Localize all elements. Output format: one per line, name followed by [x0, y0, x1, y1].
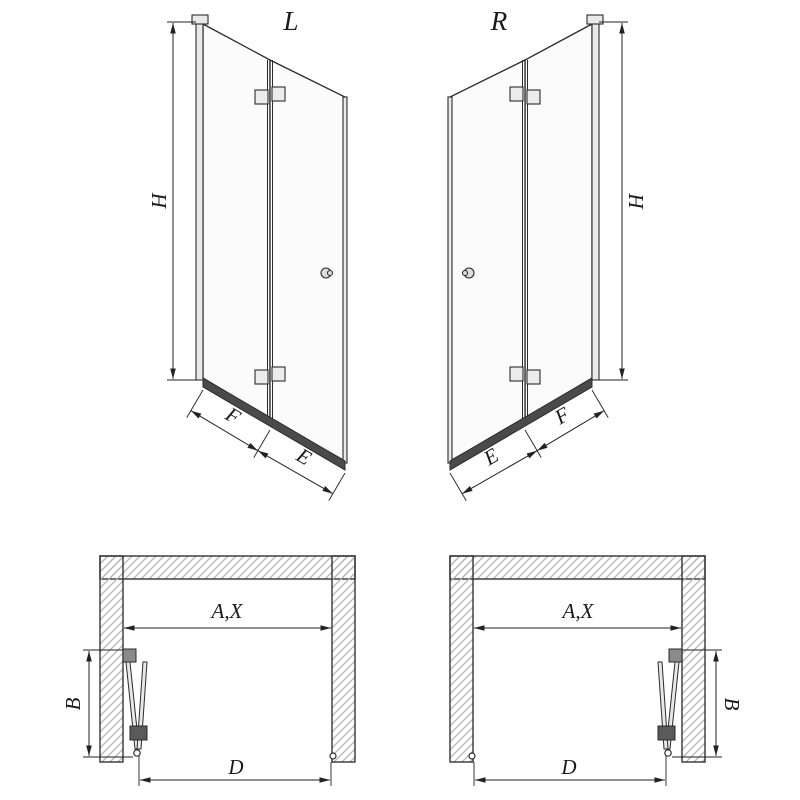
plan-left-folded-door	[122, 648, 148, 757]
plan-right-depth-dimension: B	[672, 649, 744, 758]
perspective-view-right: R H	[447, 6, 648, 501]
right-door-glass-panel-2	[449, 58, 526, 463]
right-door-bottom-sill	[449, 377, 593, 471]
plan-right-hinge-block	[657, 725, 676, 741]
plan-left-depth-label: B	[61, 697, 85, 710]
plan-right-folded-door	[657, 648, 683, 757]
left-door-knob	[320, 267, 334, 279]
right-door-glass-panel-1	[524, 22, 593, 421]
right-door-knob	[461, 267, 475, 279]
plan-left-side-wall-left	[99, 555, 124, 763]
left-door-bottom-hinge	[254, 366, 286, 385]
plan-left-passage-dimension: D	[138, 755, 332, 786]
plan-left-top-wall	[99, 555, 356, 580]
plan-right-opening-label: A,X	[561, 599, 595, 623]
left-height-label: H	[147, 192, 171, 210]
left-height-dimension: H	[147, 21, 196, 381]
plan-left-opening-label: A,X	[210, 599, 244, 623]
plan-right-wall-mount	[668, 648, 683, 663]
plan-left-wall-mount	[122, 648, 137, 663]
plan-right-passage-dimension: D	[473, 755, 667, 786]
left-door-fold-line	[267, 60, 273, 419]
plan-right-passage-label: D	[560, 755, 576, 779]
plan-right-opening-dimension: A,X	[474, 599, 681, 631]
plan-left-magnet-point	[329, 752, 337, 760]
left-door-bottom-sill	[202, 377, 346, 471]
right-door-bottom-hinge	[509, 366, 541, 385]
right-door-wall-profile	[591, 19, 600, 381]
variant-label-right: R	[490, 6, 508, 36]
plan-view-right: A,X B D	[449, 555, 744, 786]
plan-right-side-wall-right	[681, 555, 706, 763]
left-door-glass-panel-1	[202, 22, 271, 421]
plan-left-side-wall-right	[331, 555, 356, 763]
plan-right-pivot	[664, 749, 672, 757]
plan-view-left: A,X B D	[61, 555, 356, 786]
plan-left-hinge-block	[129, 725, 148, 741]
left-door-edge-strip	[342, 96, 348, 464]
plan-right-depth-label: B	[720, 698, 744, 711]
right-door-edge-strip	[447, 96, 453, 464]
plan-left-opening-dimension: A,X	[124, 599, 331, 631]
plan-left-depth-dimension: B	[61, 649, 133, 758]
perspective-view-left: L H	[147, 6, 348, 501]
left-door-glass-panel-2	[269, 58, 346, 463]
left-door-top-hinge	[254, 86, 286, 105]
right-height-label: H	[624, 192, 648, 210]
right-door-fold-line	[522, 60, 528, 419]
plan-right-magnet-point	[468, 752, 476, 760]
plan-left-pivot	[133, 749, 141, 757]
plan-right-top-wall	[449, 555, 706, 580]
left-door-wall-profile	[195, 19, 204, 381]
plan-left-passage-label: D	[227, 755, 243, 779]
right-door-top-hinge	[509, 86, 541, 105]
right-door-top-bracket	[586, 14, 604, 25]
plan-right-side-wall-left	[449, 555, 474, 763]
left-door-top-bracket	[191, 14, 209, 25]
variant-label-left: L	[282, 6, 298, 36]
right-height-dimension: H	[599, 21, 648, 381]
